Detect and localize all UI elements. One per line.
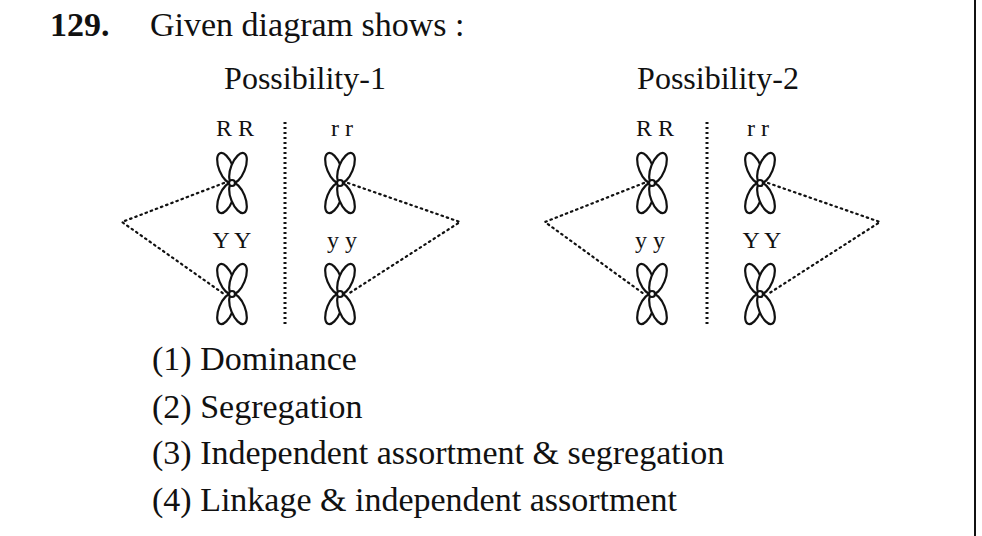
allele-label: r r bbox=[331, 116, 353, 140]
allele-label: y y bbox=[635, 228, 665, 252]
page-border bbox=[974, 0, 976, 536]
answer-option: (1) Dominance bbox=[152, 342, 357, 376]
allele-label: R R bbox=[216, 116, 254, 140]
chromosome bbox=[634, 151, 671, 216]
question-number: 129. bbox=[50, 8, 110, 42]
answer-option: (3) Independent assortment & segregation bbox=[152, 436, 724, 470]
chromosome bbox=[634, 262, 671, 327]
panel-heading: Possibility-1 bbox=[224, 62, 386, 94]
chromosome bbox=[322, 151, 359, 216]
metaphase-plate bbox=[284, 122, 287, 326]
chromosome bbox=[214, 262, 251, 327]
chromosomes bbox=[214, 151, 779, 327]
panel-heading: Possibility-2 bbox=[637, 62, 799, 94]
chromosome bbox=[322, 262, 359, 327]
allele-label: Y Y bbox=[213, 228, 252, 252]
allele-label: Y Y bbox=[743, 228, 782, 252]
chromosome bbox=[214, 151, 251, 216]
answer-option: (2) Segregation bbox=[152, 390, 363, 424]
metaphase-plate bbox=[706, 122, 709, 326]
question-stem: Given diagram shows : bbox=[150, 8, 464, 42]
allele-label: r r bbox=[747, 116, 769, 140]
allele-label: y y bbox=[327, 228, 357, 252]
answer-option: (4) Linkage & independent assortment bbox=[152, 483, 677, 517]
allele-label: R R bbox=[636, 116, 674, 140]
chromosome bbox=[742, 151, 779, 216]
chromosome bbox=[742, 262, 779, 327]
